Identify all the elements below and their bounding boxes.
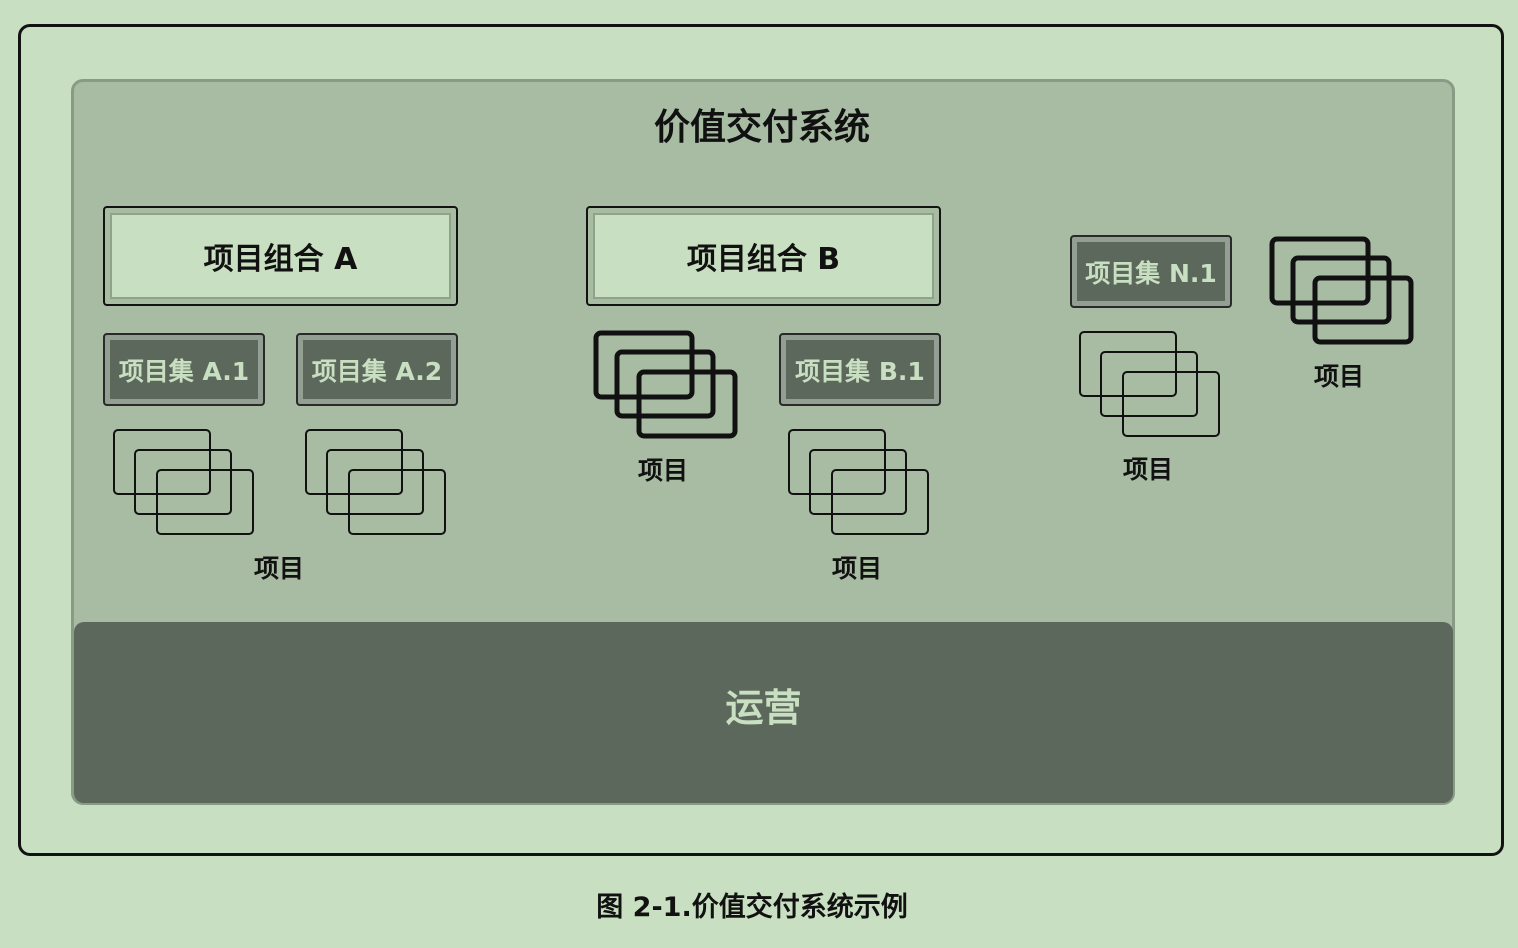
portfolio-a-box: 项目组合 A <box>103 206 458 306</box>
projects-stack-bold-icon <box>1269 236 1414 345</box>
figure-caption: 图 2-1.价值交付系统示例 <box>596 892 908 923</box>
project-label: 项目 <box>831 554 882 583</box>
program-a2-box: 项目集 A.2 <box>296 333 458 406</box>
system-title: 价值交付系统 <box>653 107 870 148</box>
project-label: 项目 <box>1313 362 1364 391</box>
operations-band <box>74 622 1453 803</box>
program-a1-box: 项目集 A.1 <box>103 333 265 406</box>
projects-stack-icon <box>1079 331 1220 437</box>
project-label: 项目 <box>637 456 688 485</box>
projects-stack-icon <box>305 429 446 535</box>
operations-label: 运营 <box>725 686 802 730</box>
projects-stack-icon <box>788 429 929 535</box>
program-n1-box: 项目集 N.1 <box>1070 235 1232 308</box>
program-b1-box: 项目集 B.1 <box>779 333 941 406</box>
projects-stack-icon <box>113 429 254 535</box>
projects-stack-bold-icon <box>593 330 738 439</box>
project-label: 项目 <box>253 554 304 583</box>
project-label: 项目 <box>1122 455 1173 484</box>
portfolio-b-box: 项目组合 B <box>586 206 941 306</box>
